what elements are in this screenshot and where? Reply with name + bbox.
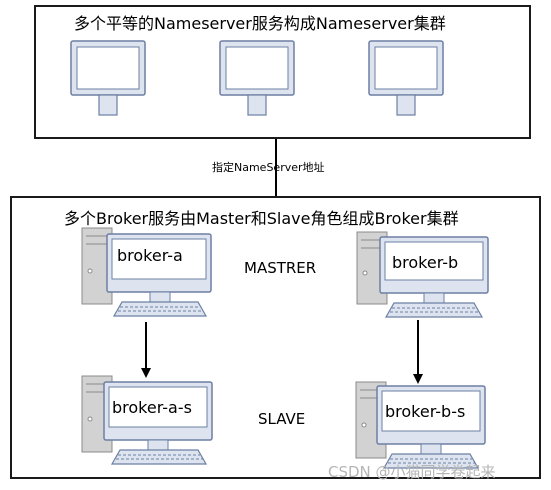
broker-a-label: broker-a [117,246,183,265]
broker-a-s-label: broker-a-s [112,398,192,417]
broker-b-s-label: broker-b-s [385,402,466,421]
broker-a-computer-icon [81,227,212,317]
broker-b-computer-icon [356,231,489,318]
broker-a-s-computer-icon [81,375,213,465]
nameserver-monitor-3-icon [368,40,444,116]
master-role-label: MASTRER [244,259,317,277]
broker-b-s-computer-icon [355,381,486,469]
broker-cluster-title: 多个Broker服务由Master和Slave角色组成Broker集群 [64,209,459,228]
nameserver-cluster-title: 多个平等的Nameserver服务构成Nameserver集群 [74,14,446,33]
nameserver-monitor-1-icon [70,40,146,116]
broker-b-label: broker-b [392,253,459,272]
nameserver-monitor-2-icon [219,40,295,116]
slave-role-label: SLAVE [258,410,306,428]
connection-label: 指定NameServer地址 [212,161,325,174]
watermark: CSDN @小猫同学卷起来 [328,463,496,481]
